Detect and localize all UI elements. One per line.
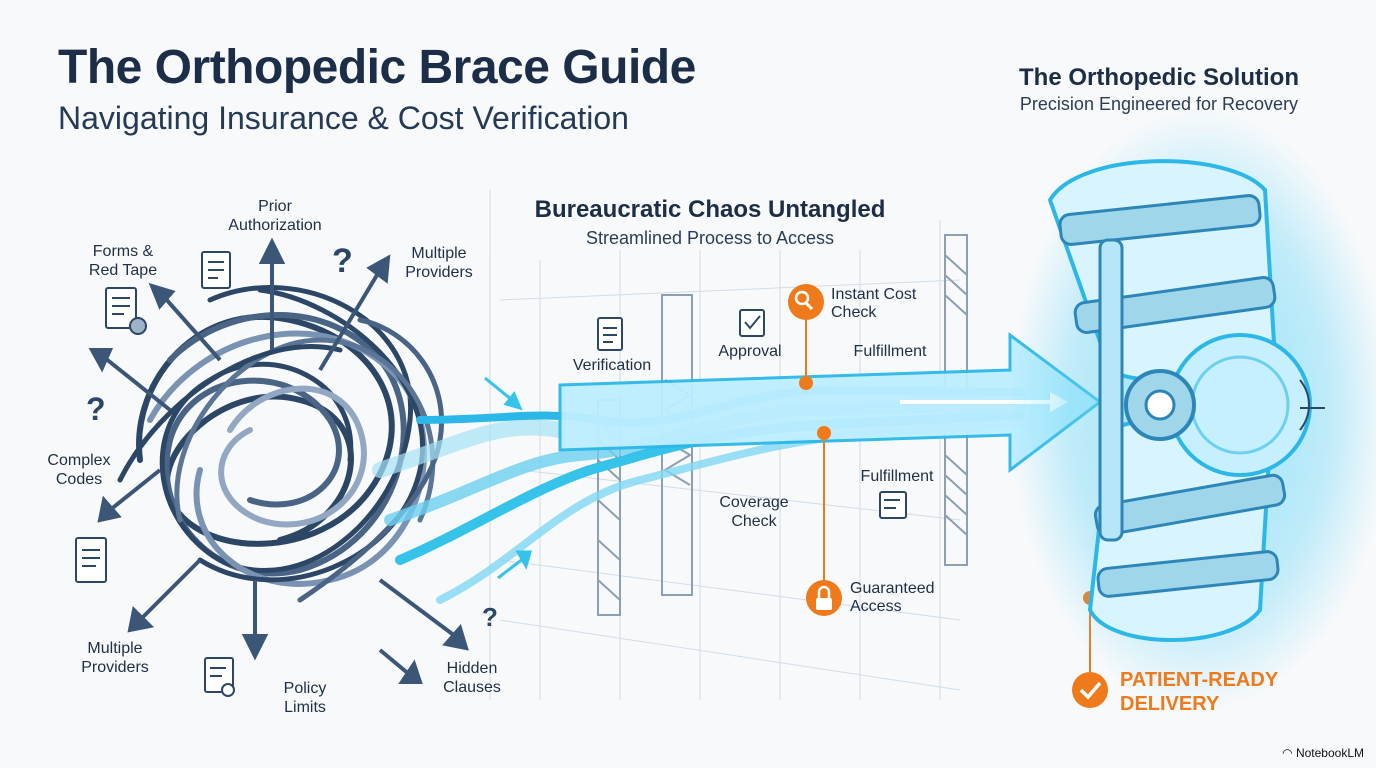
- process-subtitle: Streamlined Process to Access: [585, 228, 835, 248]
- label-complex-codes: Complex Codes: [47, 452, 111, 488]
- label-hidden-clauses: Hidden Clauses: [443, 660, 501, 696]
- svg-text:?: ?: [482, 602, 498, 632]
- solution-title: The Orthopedic Solution: [1019, 64, 1299, 91]
- svg-text:?: ?: [332, 242, 353, 280]
- page-title: The Orthopedic Brace Guide: [58, 41, 696, 94]
- notebooklm-icon: ◠: [1282, 746, 1296, 760]
- label-policy-limits: Policy Limits: [283, 680, 327, 716]
- svg-text:?: ?: [86, 391, 106, 427]
- document-icons: [75, 251, 907, 697]
- callout-icons: [788, 284, 1108, 708]
- solution-subtitle: Precision Engineered for Recovery: [1019, 94, 1299, 114]
- label-verification: Verification: [572, 357, 652, 374]
- label-fulfillment-bottom: Fulfillment: [860, 468, 934, 485]
- label-multiple-providers-top: Multiple Providers: [405, 245, 473, 281]
- callout-instant-cost-check: Instant Cost Check: [831, 286, 917, 321]
- tangled-knot: [117, 284, 444, 603]
- brand-name: NotebookLM: [1295, 746, 1364, 760]
- label-fulfillment-top: Fulfillment: [853, 343, 927, 360]
- knee-brace: [1010, 110, 1376, 710]
- label-approval: Approval: [718, 343, 782, 360]
- label-forms-red-tape: Forms & Red Tape: [88, 243, 158, 279]
- callout-patient-ready-delivery: PATIENT-READY DELIVERY: [1120, 669, 1279, 715]
- page-subtitle: Navigating Insurance & Cost Verification: [58, 100, 629, 136]
- process-title: Bureaucratic Chaos Untangled: [534, 196, 886, 223]
- chaos-arrows: [88, 237, 469, 684]
- label-coverage-check: Coverage Check: [719, 494, 789, 530]
- label-prior-authorization: Prior Authorization: [228, 198, 322, 234]
- question-marks: ? ? ?: [86, 242, 498, 632]
- side-cyan-arrows: [484, 376, 532, 580]
- brand-footer: ◠ NotebookLM: [1282, 746, 1364, 760]
- label-multiple-providers-bottom: Multiple Providers: [81, 640, 149, 676]
- callout-guaranteed-access: Guaranteed Access: [850, 580, 935, 615]
